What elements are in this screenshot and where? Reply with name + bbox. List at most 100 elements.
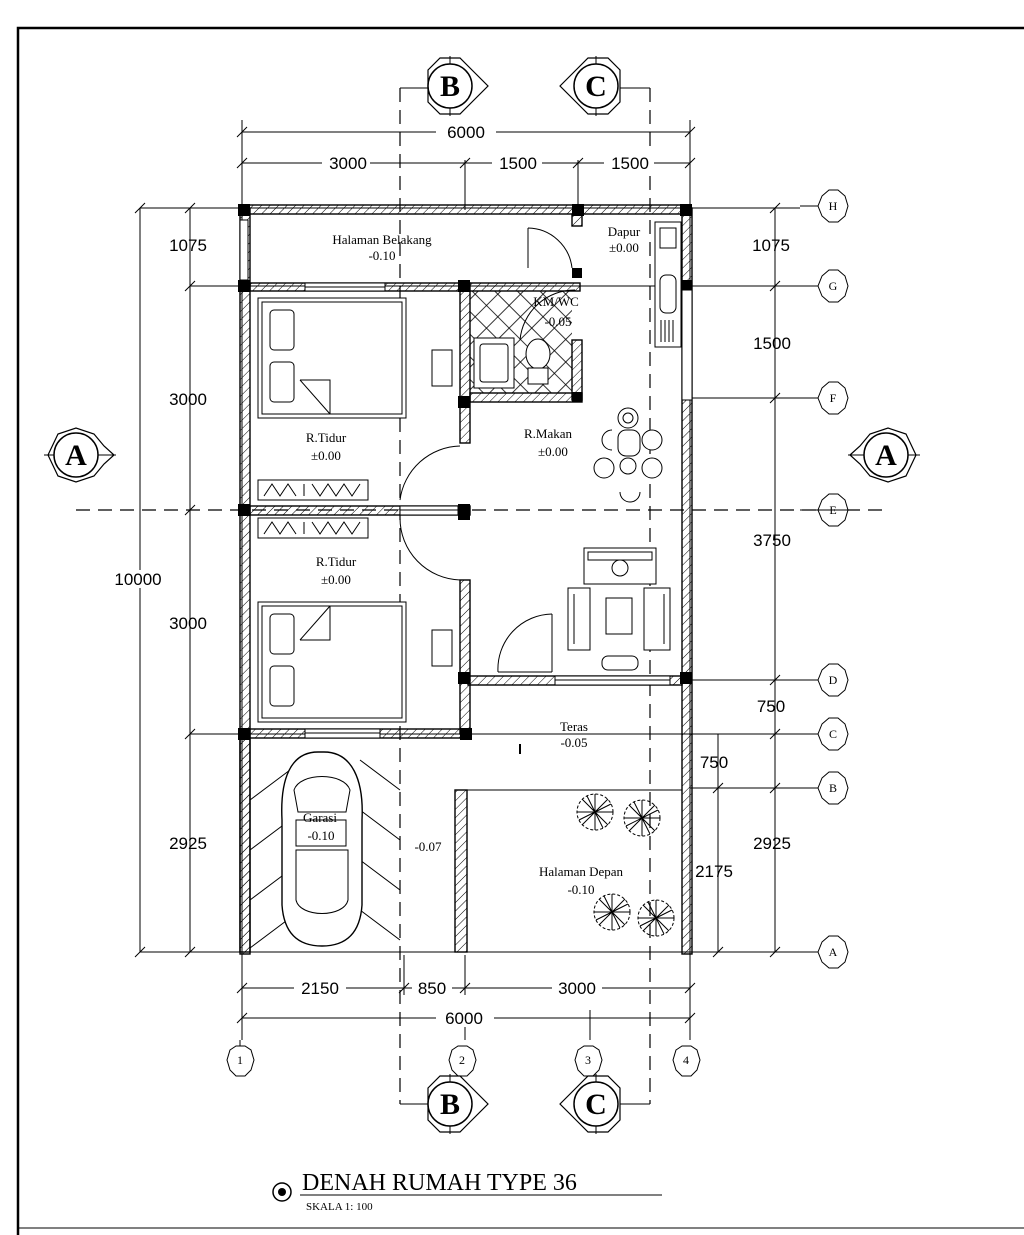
- wardrobe-2: [257, 517, 369, 539]
- svg-text:B: B: [829, 781, 837, 795]
- section-marker-a-left: A: [44, 427, 116, 483]
- structural-columns: [238, 204, 692, 740]
- grid-bubble-3: 3: [574, 1045, 603, 1077]
- room-name-makan: R.Makan: [524, 426, 573, 441]
- room-level-kmwc: -0.05: [544, 314, 571, 329]
- dim-bottom-seg-3: 3000: [558, 979, 596, 998]
- room-level-makan: ±0.00: [538, 444, 568, 459]
- grid-bubbles-cols: 1 2 3 4: [226, 1040, 701, 1077]
- dim-right-seg-6: 2925: [753, 834, 791, 853]
- room-level-halaman-belakang: -0.10: [368, 248, 395, 263]
- room-name-tidur-2: R.Tidur: [316, 554, 357, 569]
- grid-bubbles-rows: H G F E D C B: [800, 189, 860, 969]
- room-level-garasi: -0.10: [307, 828, 334, 843]
- dim-bottom-total: 6000: [445, 1009, 483, 1028]
- section-marker-b-top: B: [427, 56, 489, 116]
- grid-bubble-e: E: [800, 493, 860, 527]
- grid-bubble-b: B: [800, 771, 849, 805]
- svg-text:H: H: [829, 199, 838, 213]
- grid-bubble-1: 1: [226, 1040, 255, 1077]
- svg-text:A: A: [875, 439, 897, 472]
- room-name-garasi: Garasi: [303, 810, 337, 825]
- svg-text:B: B: [440, 70, 460, 103]
- dim-top-seg-2: 1500: [499, 154, 537, 173]
- right-dimension-lines: [712, 202, 781, 958]
- drawing-scale: SKALA 1: 100: [306, 1201, 373, 1213]
- dim-left-seg-2: 3000: [169, 390, 207, 409]
- dim-top-seg-3: 1500: [611, 154, 649, 173]
- room-level-teras: -0.05: [560, 735, 587, 750]
- dim-top-total: 6000: [447, 123, 485, 142]
- room-name-dapur: Dapur: [608, 224, 641, 239]
- dim-top-seg-1: 3000: [329, 154, 367, 173]
- room-level-tidur-1: ±0.00: [311, 448, 341, 463]
- sheet-border: [16, 26, 1024, 1235]
- bathtub: [473, 337, 515, 389]
- room-name-tidur-1: R.Tidur: [306, 430, 347, 445]
- grid-bubble-c: C: [800, 717, 849, 751]
- dimension-labels: 6000 3000 1500 1500 2150 850 3000 6000 1…: [110, 122, 791, 1028]
- section-marker-b-bottom: B: [427, 1074, 489, 1134]
- side-passage-level: -0.07: [414, 839, 442, 854]
- room-labels: Halaman Belakang -0.10 Dapur ±0.00 KM/WC…: [303, 224, 641, 897]
- dim-right-seg-1: 1075: [752, 236, 790, 255]
- kitchen-counter: [654, 221, 682, 348]
- garden-plants: [576, 793, 675, 937]
- grid-bubble-g: G: [800, 269, 849, 303]
- drawing-title-block: DENAH RUMAH TYPE 36 SKALA 1: 100: [272, 1170, 662, 1213]
- grid-bubble-4: 4: [672, 1045, 701, 1077]
- dim-bottom-seg-2: 850: [418, 979, 446, 998]
- grid-bubble-h: H: [800, 189, 849, 223]
- room-name-teras: Teras: [560, 719, 588, 734]
- bed-2: [257, 601, 407, 723]
- toilet: [525, 338, 551, 370]
- svg-text:4: 4: [683, 1053, 689, 1067]
- windows: [239, 219, 693, 739]
- room-name-halaman-belakang: Halaman Belakang: [332, 232, 432, 247]
- wardrobe-1: [257, 479, 369, 501]
- dim-left-seg-4: 2925: [169, 834, 207, 853]
- svg-text:2: 2: [459, 1053, 465, 1067]
- svg-text:A: A: [65, 439, 87, 472]
- svg-text:D: D: [829, 673, 838, 687]
- room-level-halaman-depan: -0.10: [567, 882, 594, 897]
- section-marker-a-right: A: [848, 427, 920, 483]
- dim-left-total: 10000: [114, 570, 161, 589]
- bed-1: [257, 297, 407, 419]
- grid-bubble-f: F: [800, 381, 849, 415]
- section-marker-c-top: C: [559, 56, 621, 116]
- dim-right-seg-3: 3750: [753, 531, 791, 550]
- svg-text:C: C: [585, 70, 607, 103]
- dining-table: [593, 407, 663, 503]
- dim-right-seg-7: 2175: [695, 862, 733, 881]
- dim-right-seg-2: 1500: [753, 334, 791, 353]
- svg-text:E: E: [829, 503, 836, 517]
- dim-left-seg-3: 3000: [169, 614, 207, 633]
- svg-text:G: G: [829, 279, 838, 293]
- dim-right-seg-5: 750: [700, 753, 728, 772]
- room-name-halaman-depan: Halaman Depan: [539, 864, 624, 879]
- svg-text:A: A: [829, 945, 838, 959]
- room-level-tidur-2: ±0.00: [321, 572, 351, 587]
- dim-right-seg-4: 750: [757, 697, 785, 716]
- svg-text:C: C: [585, 1088, 607, 1121]
- grid-bubble-2: 2: [448, 1045, 477, 1077]
- dim-bottom-seg-1: 2150: [301, 979, 339, 998]
- garage-car: [249, 738, 401, 952]
- svg-text:B: B: [440, 1088, 460, 1121]
- grid-bubble-d: D: [800, 663, 849, 697]
- svg-text:3: 3: [585, 1053, 591, 1067]
- living-room-sofa-set: [567, 547, 671, 671]
- svg-text:C: C: [829, 727, 837, 741]
- nightstand-1: [431, 349, 453, 387]
- nightstand-2: [431, 629, 453, 667]
- dim-left-seg-1: 1075: [169, 236, 207, 255]
- room-level-dapur: ±0.00: [609, 240, 639, 255]
- section-marker-c-bottom: C: [559, 1074, 621, 1134]
- svg-text:F: F: [830, 391, 837, 405]
- svg-text:1: 1: [237, 1053, 243, 1067]
- room-name-kmwc: KM/WC: [533, 294, 579, 309]
- grid-bubble-a: A: [800, 935, 849, 969]
- drawing-title: DENAH RUMAH TYPE 36: [302, 1170, 577, 1196]
